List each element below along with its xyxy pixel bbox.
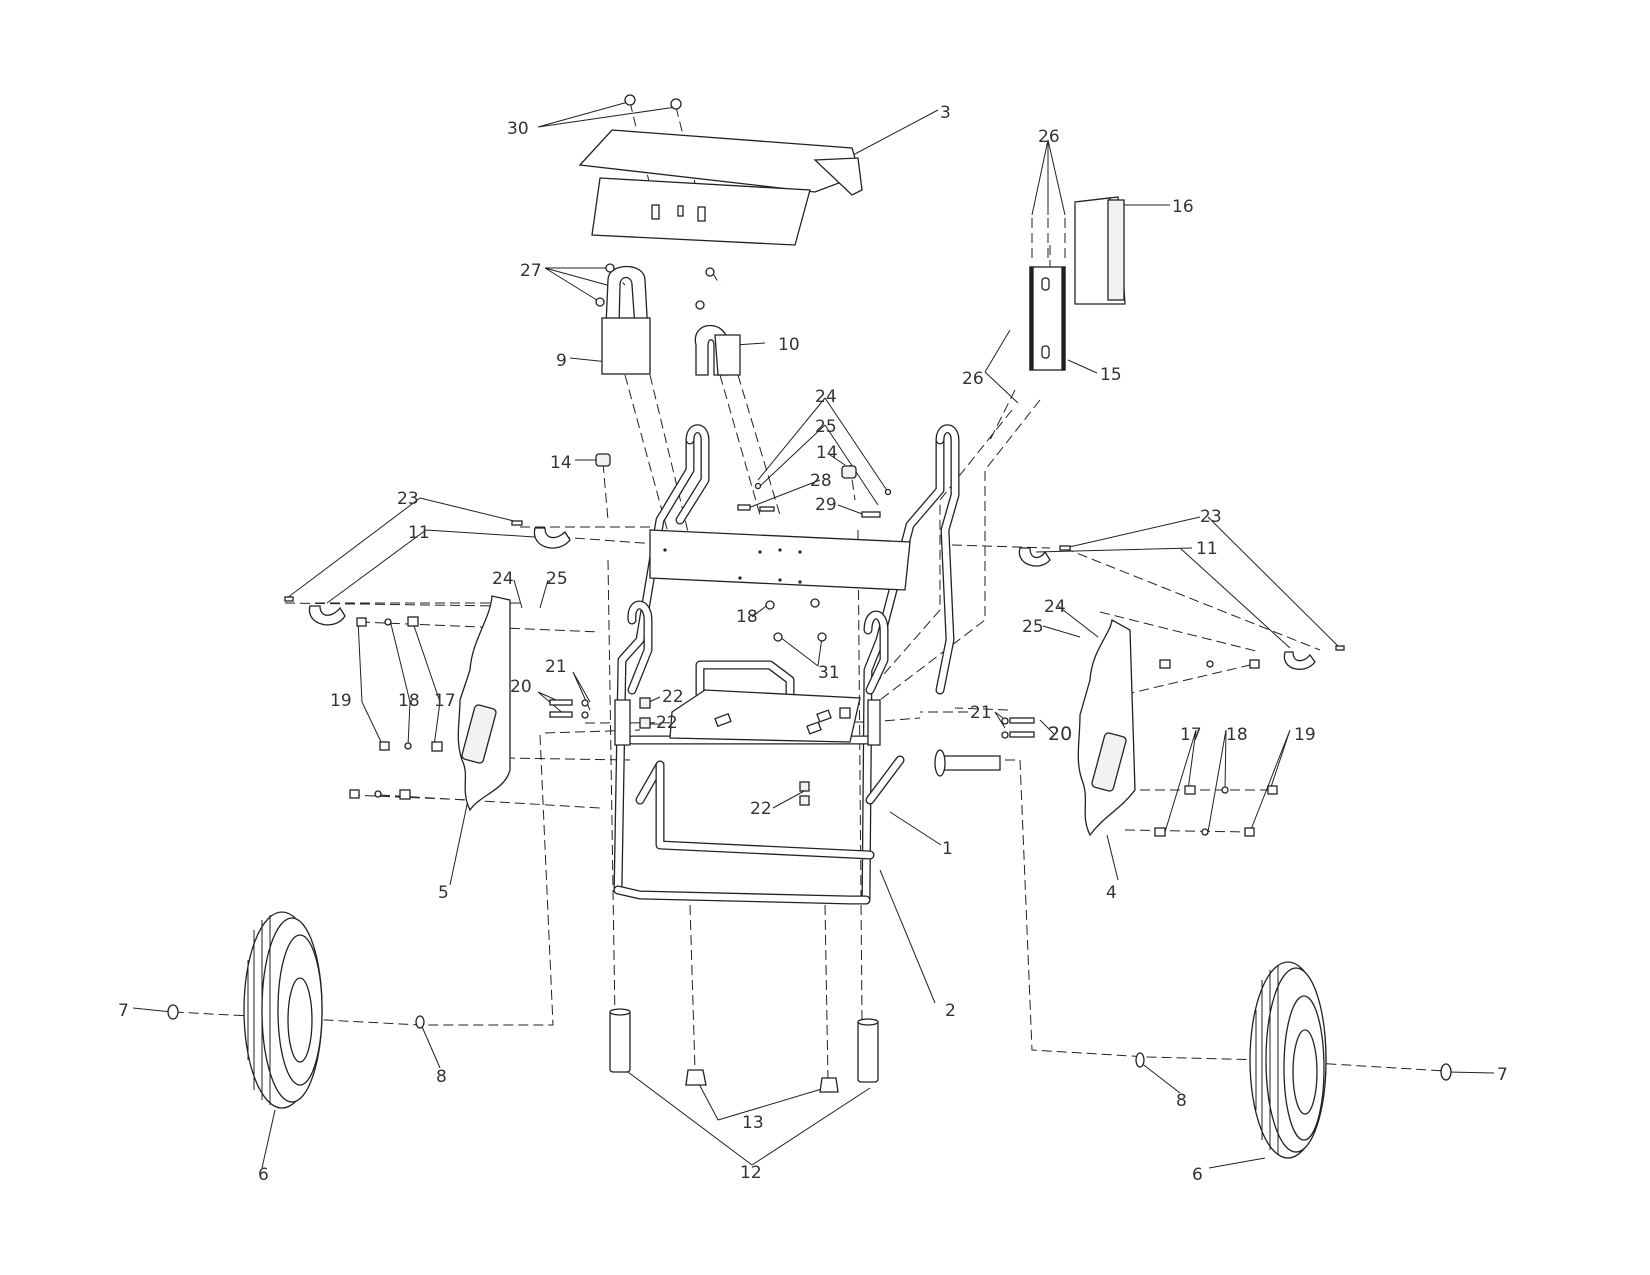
callout-14: 14 [550,453,572,473]
nuts-18-31 [765,598,827,642]
caps-part-14 [595,453,857,479]
callout-29: 29 [815,495,837,515]
callout-24: 24 [815,387,837,407]
callout-8: 8 [436,1067,447,1087]
callout-17: 17 [1180,725,1202,745]
wheel-part-6-right [1249,961,1327,1159]
callout-26: 26 [962,369,984,389]
callout-18: 18 [1226,725,1248,745]
callout-28: 28 [810,471,832,491]
small-hardware-23-24-25-28-29 [284,482,1345,651]
wheel-part-6-left [243,911,323,1109]
leader-lines [132,101,1495,1169]
callout-15: 15 [1100,365,1122,385]
handle-bracket-part-9 [601,266,651,375]
bolts-nuts-20-21-22 [549,697,1035,806]
fasteners-right-17-18-19 [1154,659,1278,837]
callout-6: 6 [1192,1165,1203,1185]
callout-16: 16 [1172,197,1194,217]
handle-bracket-part-10 [694,324,741,376]
callout-25: 25 [1022,617,1044,637]
top-cover-part-3 [578,129,863,246]
assembly-lines [173,101,1446,1081]
callout-13: 13 [742,1113,764,1133]
callout-21: 21 [545,657,567,677]
callout-23: 23 [1200,507,1222,527]
callout-24: 24 [492,569,514,589]
battery-bracket-part-15 [1029,266,1066,371]
callout-19: 19 [1294,725,1316,745]
feet-part-13 [685,1069,839,1093]
callout-18: 18 [736,607,758,627]
callout-31: 31 [818,663,840,683]
hub-caps-washers-7-8 [167,1004,1452,1081]
screws-part-30 [624,94,682,110]
battery-box-part-16 [1074,196,1126,305]
callout-25: 25 [815,417,837,437]
nuts-part-27 [595,263,715,310]
callout-5: 5 [438,883,449,903]
callout-11: 11 [1196,539,1218,559]
clamps-part-11 [308,527,1316,670]
callout-18: 18 [398,691,420,711]
frame-plate [649,529,911,591]
callout-1: 1 [942,839,953,859]
callout-20: 20 [1048,723,1072,745]
callout-3: 3 [940,103,951,123]
callout-23: 23 [397,489,419,509]
fasteners-left-17-18-19 [349,616,443,800]
callout-11: 11 [408,523,430,543]
callout-8: 8 [1176,1091,1187,1111]
callout-30: 30 [507,119,529,139]
callout-24: 24 [1044,597,1066,617]
callout-25: 25 [546,569,568,589]
callout-22: 22 [750,799,772,819]
callout-26: 26 [1038,127,1060,147]
callout-6: 6 [258,1165,269,1185]
engine-base-plate [614,689,881,746]
callout-17: 17 [434,691,456,711]
callout-14: 14 [816,443,838,463]
callout-19: 19 [330,691,352,711]
callout-4: 4 [1106,883,1117,903]
side-panel-part-5 [457,595,511,812]
callout-22: 22 [656,713,678,733]
callout-10: 10 [778,335,800,355]
axle [934,749,1001,777]
callout-22: 22 [662,687,684,707]
legs-part-12 [609,1008,879,1083]
callout-9: 9 [556,351,567,371]
callout-7: 7 [1497,1065,1508,1085]
callout-labels: 30 3 26 16 27 10 9 26 15 24 25 14 14 28 … [118,103,1508,1185]
callout-7: 7 [118,1001,129,1021]
callout-2: 2 [945,1001,956,1021]
tube-frame-part-1-2 [613,424,960,905]
side-panel-part-4 [1077,618,1136,837]
callout-12: 12 [740,1163,762,1183]
callout-21: 21 [970,703,992,723]
callout-20: 20 [510,677,532,697]
callout-27: 27 [520,261,542,281]
